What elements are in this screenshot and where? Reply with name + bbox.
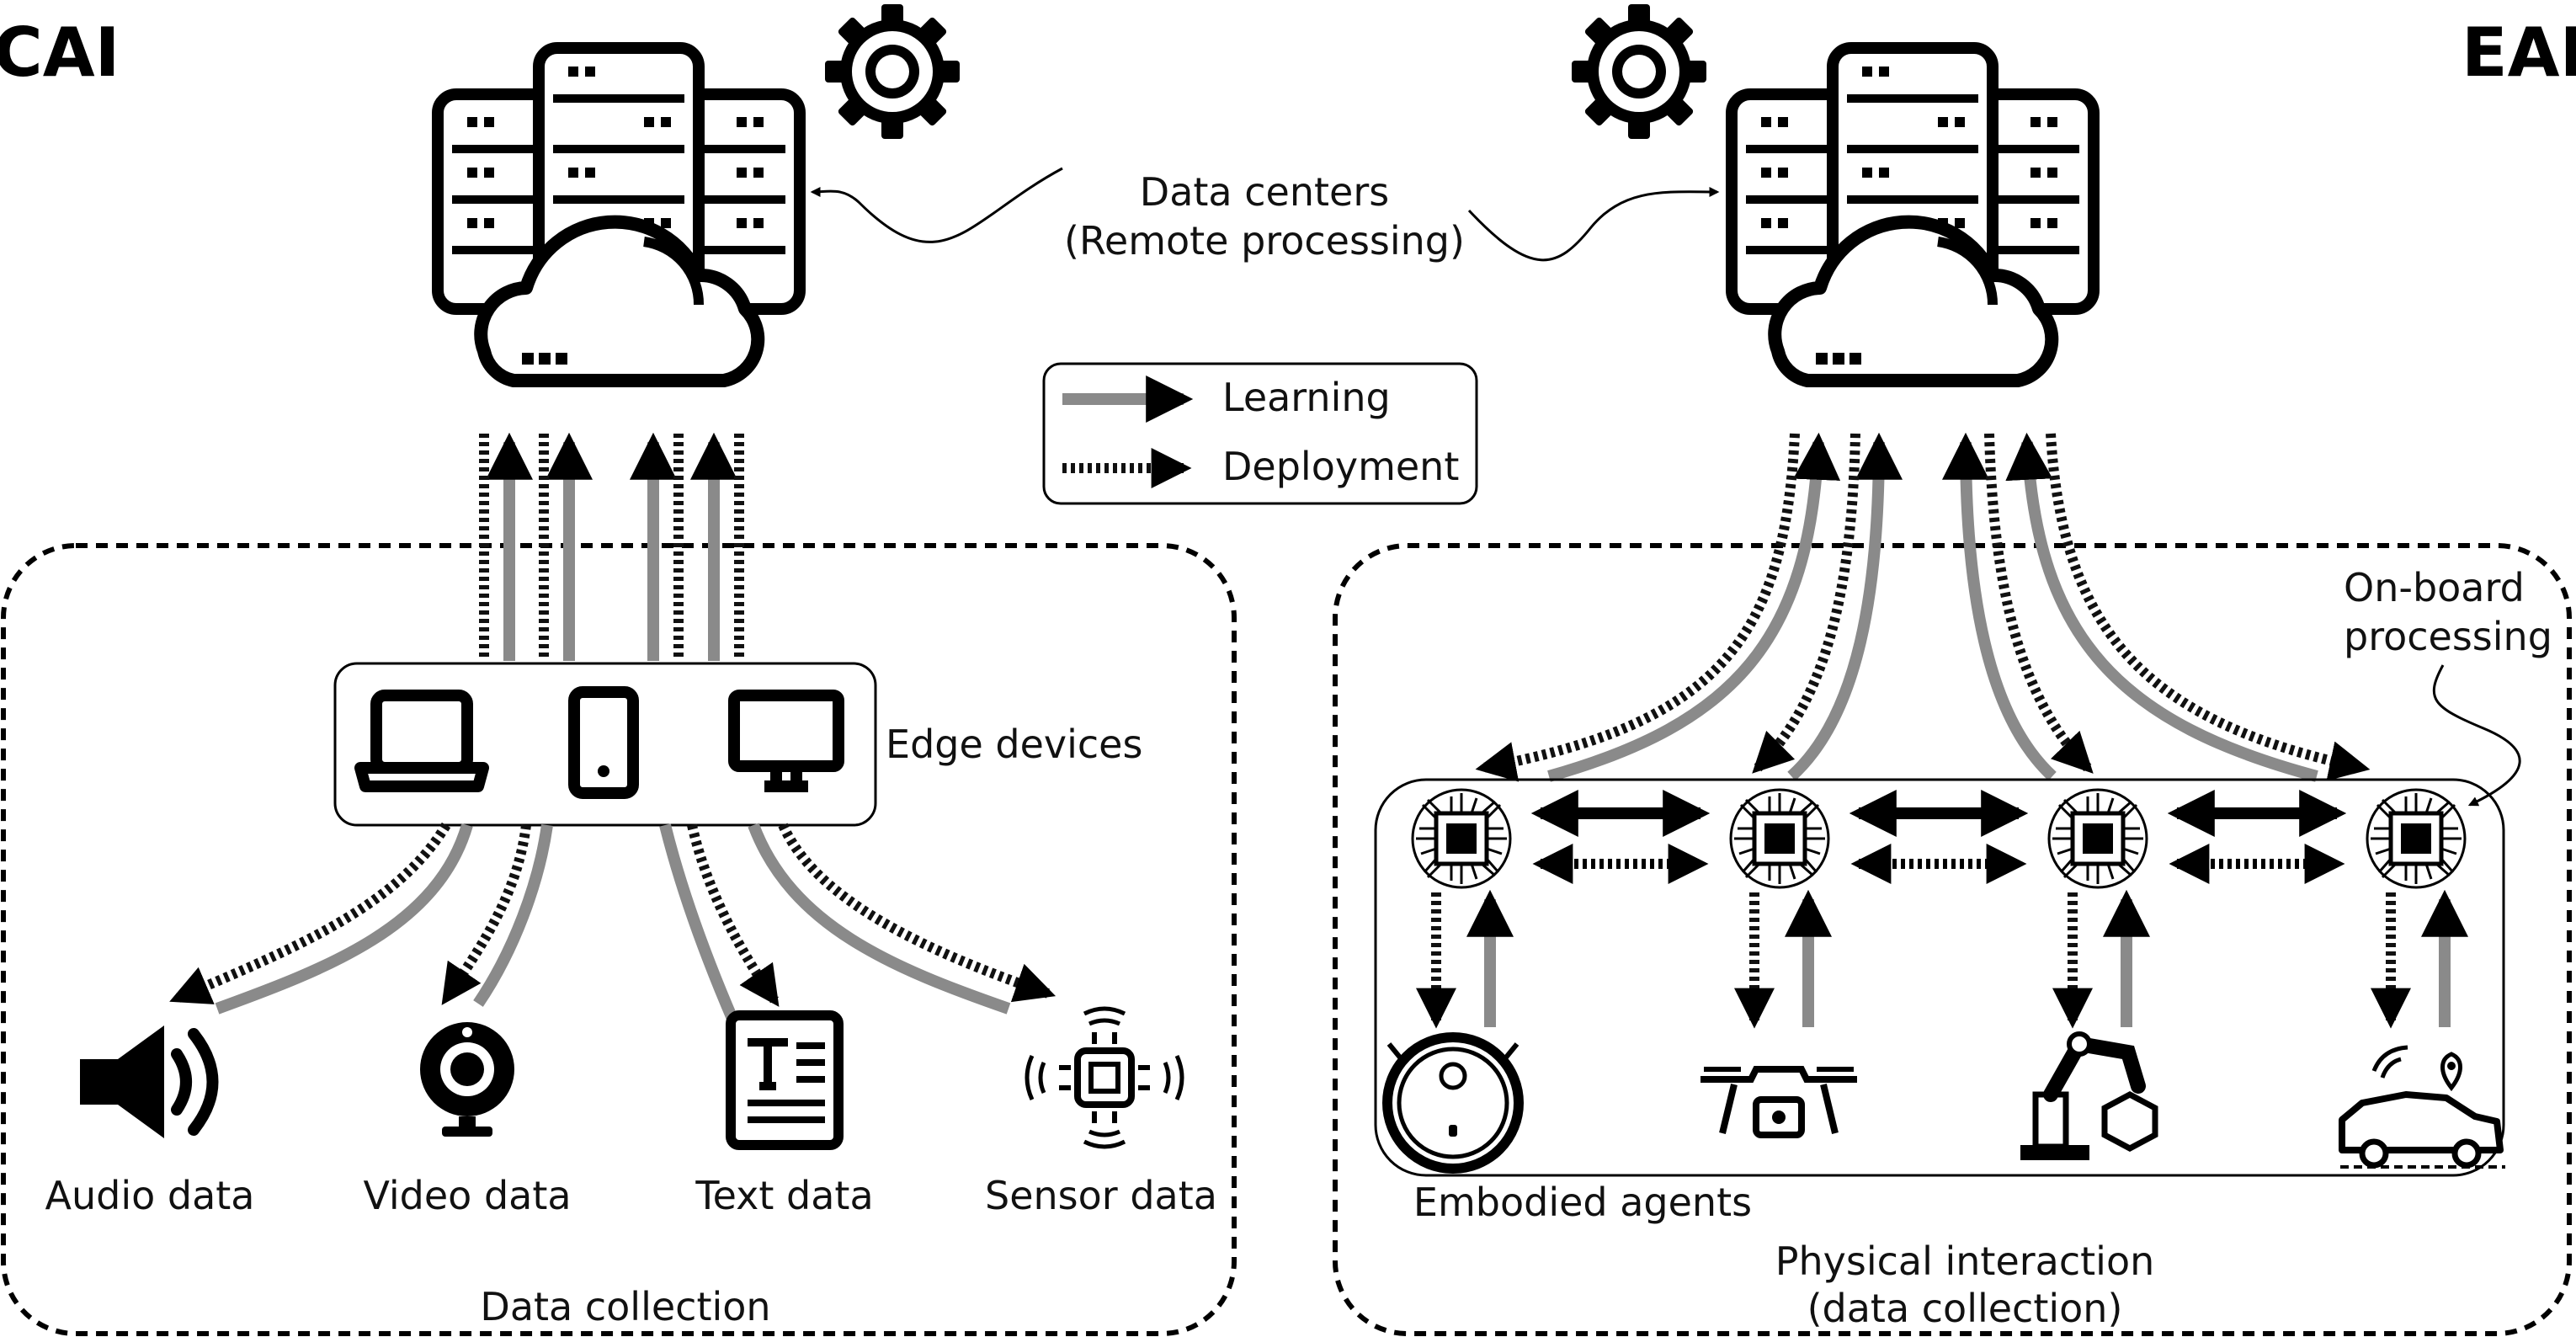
chip-icon-1: [1413, 790, 1510, 887]
onboard-pointer: [2432, 664, 2521, 807]
chip-icon-3: [2049, 790, 2147, 887]
drone-icon: [1700, 1066, 1857, 1138]
data-collection-label: Data collection: [480, 1284, 770, 1329]
video-data-label: Video data: [363, 1173, 571, 1218]
text-document-icon: [726, 1010, 844, 1150]
chip-agent-links: [1416, 889, 2468, 1029]
embodied-agents-label: Embodied agents: [1413, 1180, 1752, 1225]
onboard-label-line1: On-board: [2344, 565, 2525, 610]
legend: Learning Deployment: [1042, 362, 1478, 505]
eai-uplinks: [1475, 432, 2371, 782]
speaker-icon: [80, 1025, 219, 1138]
onboard-label-line2: processing: [2344, 614, 2552, 659]
monitor-icon: [728, 690, 844, 792]
datacenter-pointer-right: [1467, 186, 1720, 262]
robot-arm-icon: [2020, 1031, 2158, 1160]
laptop-icon: [354, 690, 489, 792]
sensor-icon: [1025, 1006, 1184, 1149]
datacenters-label-line1: Data centers: [1140, 169, 1389, 215]
audio-data-label: Audio data: [45, 1173, 255, 1218]
datacenters-label-line2: (Remote processing): [1064, 218, 1465, 264]
legend-deployment-label: Deployment: [1222, 444, 1459, 489]
physical-interaction-label-line1: Physical interaction: [1775, 1238, 2155, 1284]
gear-icon-right: [1572, 4, 1706, 139]
robot-vacuum-icon: [1382, 1032, 1524, 1174]
autonomous-car-icon: [2339, 1045, 2505, 1169]
physical-interaction-label-line2: (data collection): [1807, 1286, 2123, 1331]
gear-icon-left: [825, 4, 960, 139]
edge-devices-label: Edge devices: [886, 722, 1142, 767]
physical-interaction-region: [1333, 543, 2572, 1336]
datacenter-icon-left: [438, 48, 800, 381]
text-data-label: Text data: [695, 1173, 873, 1218]
embodied-agents-box: [1374, 778, 2505, 1177]
data-collection-region: [1, 543, 1237, 1336]
eai-tag: EAI: [2462, 13, 2576, 92]
phone-icon: [568, 686, 639, 799]
legend-learning-label: Learning: [1222, 375, 1391, 420]
cai-downlinks: [169, 822, 1056, 1021]
datacenter-pointer-left: [810, 167, 1063, 243]
chip-links: [1530, 790, 2347, 884]
cai-tag: CAI: [0, 13, 120, 92]
webcam-icon: [420, 1022, 514, 1137]
cai-uplinks: [479, 432, 744, 661]
datacenter-icon-right: [1732, 48, 2094, 381]
chip-icon-4: [2367, 790, 2465, 887]
sensor-data-label: Sensor data: [985, 1173, 1217, 1218]
chip-icon-2: [1731, 790, 1828, 887]
